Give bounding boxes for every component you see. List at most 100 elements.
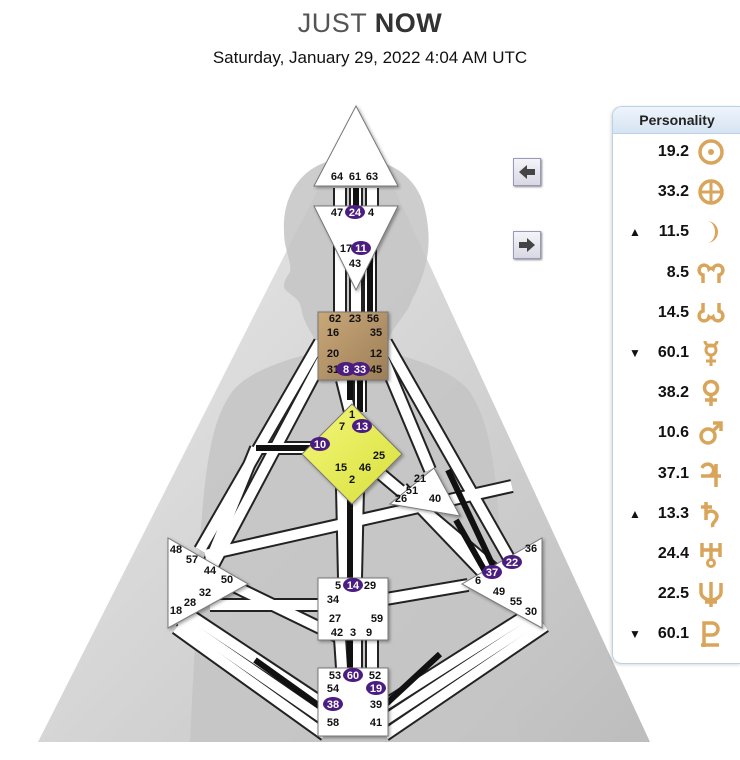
gate-3-label: 3	[350, 627, 356, 639]
gate-42-label: 42	[331, 627, 343, 639]
north-node-icon	[697, 262, 725, 283]
gate-49-label: 49	[493, 586, 505, 598]
gate-33-marker	[350, 362, 370, 376]
gate-29: 29	[364, 580, 376, 592]
gate-8-label: 8	[343, 364, 349, 376]
gate-54-label: 54	[327, 683, 340, 695]
gate-17: 17	[340, 243, 352, 255]
gate-45-label: 45	[370, 364, 382, 376]
personality-row: ▲13.3	[613, 497, 740, 537]
gate-61-label: 61	[349, 171, 361, 183]
neptune-icon	[699, 582, 723, 608]
gate-line-value: 33.2	[657, 183, 689, 201]
gate-19-label: 19	[370, 683, 382, 695]
gate-40: 40	[429, 493, 441, 505]
gate-60: 60	[343, 668, 363, 682]
gate-23-label: 23	[349, 313, 361, 325]
gate-39: 39	[370, 699, 382, 711]
bodygraph-root: 6461634724417114362235616352012318334517…	[38, 104, 650, 742]
personality-row: 37.1	[613, 457, 740, 497]
gate-57-label: 57	[186, 554, 198, 566]
personality-row: 8.5	[613, 256, 740, 296]
gate-35: 35	[370, 327, 382, 339]
uranus-icon	[700, 543, 722, 568]
gate-51: 51	[406, 485, 418, 497]
gate-7-label: 7	[339, 421, 345, 433]
pluto-icon	[701, 621, 720, 648]
previous-button[interactable]	[513, 158, 541, 186]
personality-row: 22.5	[613, 577, 740, 617]
gate-10: 10	[310, 437, 330, 451]
gate-62-label: 62	[329, 313, 341, 325]
gate-43: 43	[349, 258, 361, 270]
next-button[interactable]	[513, 231, 541, 259]
gate-54: 54	[327, 683, 340, 695]
moon-icon	[707, 221, 718, 244]
gate-11-marker	[351, 241, 371, 255]
gate-38-marker	[323, 697, 343, 711]
gate-41: 41	[370, 717, 382, 729]
gate-8: 8	[336, 362, 356, 376]
gate-44: 44	[204, 565, 217, 577]
gate-1-label: 1	[349, 409, 355, 421]
gate-52-label: 52	[369, 670, 381, 682]
gate-56-label: 56	[367, 313, 379, 325]
gate-12-label: 12	[370, 348, 382, 360]
gate-19-marker	[366, 681, 386, 695]
gate-line-value: 37.1	[657, 464, 689, 482]
personality-row: 38.2	[613, 376, 740, 416]
gate-14: 14	[343, 578, 363, 592]
gate-41-label: 41	[370, 717, 382, 729]
gate-33: 33	[350, 362, 370, 376]
gate-5-label: 5	[335, 580, 341, 592]
gate-38-label: 38	[327, 699, 339, 711]
gate-48: 48	[170, 544, 182, 556]
gate-13-label: 13	[356, 421, 368, 433]
gate-39-label: 39	[370, 699, 382, 711]
gate-51-label: 51	[406, 485, 418, 497]
gate-52: 52	[369, 670, 381, 682]
gate-31: 31	[327, 364, 339, 376]
gate-22: 22	[502, 555, 522, 569]
gate-11-label: 11	[355, 243, 367, 255]
gate-2: 2	[349, 474, 355, 486]
gate-5: 5	[335, 580, 341, 592]
gate-27-label: 27	[329, 613, 341, 625]
gate-7: 7	[339, 421, 345, 433]
gate-4: 4	[368, 207, 375, 219]
gate-8-marker	[336, 362, 356, 376]
gate-14-marker	[343, 578, 363, 592]
gate-34: 34	[327, 594, 340, 606]
retrograde-arrow: ▲	[629, 225, 641, 240]
gate-3: 3	[350, 627, 356, 639]
gate-18: 18	[170, 605, 182, 617]
gate-47: 47	[331, 207, 343, 219]
gate-1: 1	[349, 409, 355, 421]
gate-10-label: 10	[314, 439, 326, 451]
gate-17-label: 17	[340, 243, 352, 255]
gate-46: 46	[359, 462, 371, 474]
gate-47-label: 47	[331, 207, 343, 219]
personality-row: 33.2	[613, 175, 740, 215]
gate-46-label: 46	[359, 462, 371, 474]
gate-50-label: 50	[221, 574, 233, 586]
gate-63: 63	[366, 171, 378, 183]
gate-line-value: 60.1	[657, 344, 689, 361]
gate-64: 64	[331, 171, 344, 183]
gate-62: 62	[329, 313, 341, 325]
gate-45: 45	[370, 364, 382, 376]
gate-30: 30	[525, 606, 537, 618]
gate-12: 12	[370, 348, 382, 360]
retrograde-arrow: ▼	[629, 627, 641, 642]
gate-13: 13	[352, 419, 372, 433]
gate-31-label: 31	[327, 364, 339, 376]
heart-center	[388, 467, 461, 517]
sun-icon	[698, 139, 724, 165]
gate-13-marker	[352, 419, 372, 433]
gate-55-label: 55	[510, 596, 522, 608]
arrow-left-icon	[519, 165, 535, 179]
gate-line-value: 24.4	[657, 545, 689, 562]
page-title: JUST NOW	[0, 8, 740, 39]
